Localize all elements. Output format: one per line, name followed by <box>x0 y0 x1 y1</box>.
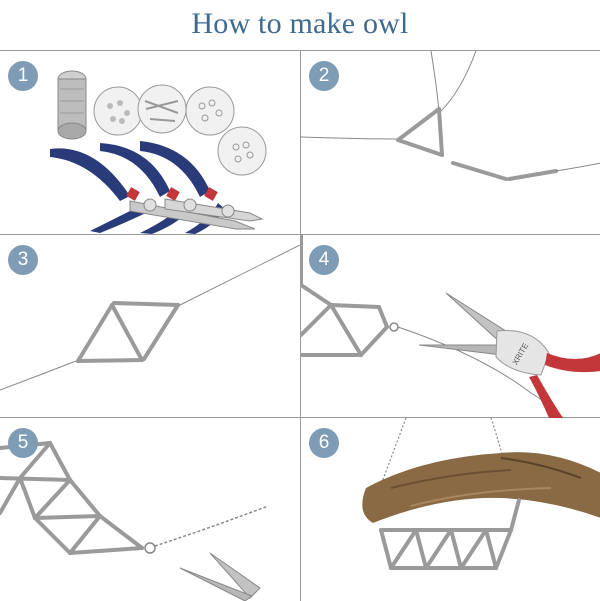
chain-line <box>154 505 269 547</box>
bead-tray-image <box>93 86 143 136</box>
round-nose-pliers-image: XRITE <box>418 292 600 418</box>
step-3-panel: 3 <box>0 235 300 418</box>
step-1-illustration <box>50 70 267 234</box>
steps-grid: 1 <box>0 50 600 601</box>
wire-line <box>0 360 77 391</box>
tube-tray-image <box>137 84 187 134</box>
step-3-illustration <box>0 244 300 391</box>
grid-divider-horizontal <box>0 417 600 418</box>
step-1-panel: 1 <box>0 51 300 234</box>
owl-necklace-pendant <box>379 498 521 570</box>
step-5-badge: 5 <box>8 428 38 458</box>
grid-divider-horizontal <box>0 234 600 235</box>
wire-line <box>430 51 440 112</box>
pliers-group-image <box>50 141 264 234</box>
tube-double-triangle <box>76 301 180 363</box>
jump-ring-tray-image <box>185 86 235 136</box>
tube-segment <box>451 161 558 181</box>
wire-line <box>179 244 300 306</box>
step-5-illustration <box>0 441 269 601</box>
step-2-illustration <box>301 51 600 181</box>
jump-ring <box>144 542 156 554</box>
driftwood-branch-image <box>362 452 600 523</box>
grid-divider-vertical <box>300 51 301 601</box>
step-5-panel: 5 <box>0 418 300 601</box>
jump-ring <box>389 322 399 332</box>
step-4-illustration: XRITE <box>301 235 600 418</box>
step-2-panel: 2 <box>301 51 600 234</box>
tube-triangle-row <box>0 441 144 555</box>
wire-line <box>440 51 477 112</box>
clasp-tray-image <box>217 126 267 176</box>
step-4-panel: 4 XRITE <box>301 235 600 418</box>
wire-line <box>555 162 600 172</box>
step-2-badge: 2 <box>309 61 339 91</box>
step-4-badge: 4 <box>309 245 339 275</box>
wire-line <box>301 136 397 140</box>
round-nose-pliers-image <box>179 552 261 601</box>
tube-triangle <box>396 107 444 157</box>
step-1-badge: 1 <box>8 61 38 91</box>
wire-spool-image <box>57 70 87 140</box>
step-3-badge: 3 <box>8 245 38 275</box>
step-6-panel: 6 <box>301 418 600 601</box>
step-6-illustration <box>362 418 600 570</box>
tube-triangle-row <box>301 235 389 357</box>
page-title: How to make owl <box>191 7 409 40</box>
step-6-badge: 6 <box>309 428 339 458</box>
